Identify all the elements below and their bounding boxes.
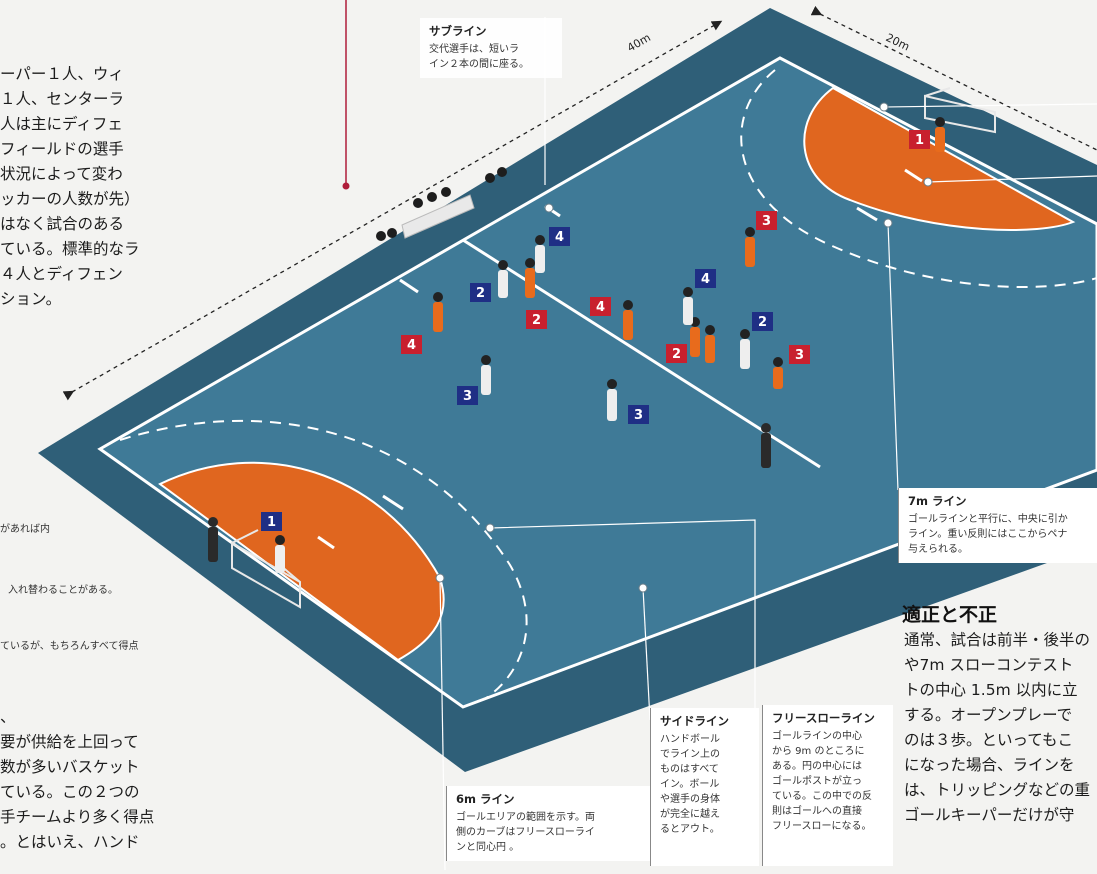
text-line: 手チームより多く得点 — [0, 808, 155, 826]
text-line: トの中心 1.5m 以内に立 — [904, 681, 1078, 699]
goalkeeper-line — [904, 168, 923, 183]
svg-text:3: 3 — [634, 408, 643, 423]
svg-text:2: 2 — [758, 315, 767, 330]
text-line: 数が多いバスケット — [0, 758, 140, 776]
callout-title: サブライン — [429, 24, 487, 38]
svg-text:2: 2 — [672, 347, 681, 362]
blue-team-players: 1 4 2 4 2 3 3 — [261, 227, 773, 573]
svg-text:3: 3 — [762, 214, 771, 229]
callout-six-m-line: 6m ライン ゴールエリアの範囲を示す。両 側のカーブはフリースローライ ンと同… — [446, 786, 653, 861]
player-red-3-right: 3 — [773, 345, 810, 389]
goal-area-bottom — [158, 461, 445, 662]
referees — [208, 423, 771, 562]
goal-area-top — [803, 86, 1076, 231]
player-red-2-left: 2 — [525, 258, 547, 329]
svg-text:4: 4 — [596, 300, 605, 315]
svg-text:4: 4 — [701, 272, 710, 287]
svg-text:1: 1 — [915, 133, 924, 148]
dimension-label-width: 20m — [884, 31, 912, 54]
callout-body: ゴールラインと平行に、中央に引か ライン。重い反則にはここからペナ 与えられる。 — [908, 514, 1068, 555]
callout-title: フリースローライン — [772, 711, 875, 725]
callout-title: 7m ライン — [908, 494, 967, 508]
text-line: ション。 — [0, 290, 62, 308]
player-blue-4-right: 4 — [683, 269, 716, 325]
text-line: になった場合、ラインを — [904, 756, 1075, 774]
callout-side-line: サイドライン ハンドボール でライン上の ものはすべて イン。ボール や選手の身… — [650, 708, 759, 866]
player-red-extra — [705, 325, 715, 363]
callout-title: 6m ライン — [456, 792, 515, 806]
player-red-3-top: 3 — [745, 211, 777, 267]
goal-top — [924, 87, 996, 134]
goalkeeper-line — [317, 535, 335, 550]
player-blue-2-right: 2 — [740, 312, 773, 369]
callout-free-throw-line: フリースローライン ゴールラインの中心 から 9m のところに ある。円の中心に… — [762, 705, 893, 866]
callout-title: サイドライン — [660, 714, 729, 728]
text-line: 通常、試合は前半・後半の — [904, 631, 1091, 649]
seven-m-line-bottom — [382, 494, 404, 511]
text-line: ている。この２つの — [0, 783, 140, 801]
side-note: があれば内 — [0, 524, 50, 535]
svg-text:3: 3 — [463, 389, 472, 404]
player-blue-3-center: 3 — [607, 379, 649, 424]
seven-m-line-top — [856, 206, 878, 222]
callout-seven-m-line: 7m ライン ゴールラインと平行に、中央に引か ライン。重い反則にはここからペナ… — [898, 488, 1097, 563]
dimension-arrow-width — [810, 5, 1097, 151]
side-note: ているが、もちろんすべて得点 — [0, 641, 139, 652]
text-line: 。とはいえ、ハンド — [0, 833, 140, 851]
callout-body: ゴールラインの中心 から 9m のところに ある。円の中心には ゴールポストが立… — [772, 731, 872, 832]
player-red-1: 1 — [909, 117, 945, 152]
text-line: 、 — [0, 708, 16, 726]
player-blue-1: 1 — [261, 512, 285, 573]
player-blue-2-left: 2 — [470, 260, 508, 302]
svg-text:1: 1 — [267, 515, 276, 530]
player-blue-3-left: 3 — [457, 355, 491, 405]
free-throw-line-top — [740, 69, 1097, 288]
callout-body: 交代選手は、短いラ イン２本の間に座る。 — [429, 44, 529, 70]
svg-text:4: 4 — [555, 230, 564, 245]
player-red-4-left: 4 — [401, 292, 443, 354]
svg-text:2: 2 — [476, 286, 485, 301]
accent-dot — [342, 182, 350, 190]
callout-sub-line: サブライン 交代選手は、短いラ イン２本の間に座る。 — [420, 18, 562, 78]
section-heading: 適正と不正 — [902, 604, 998, 626]
callout-body: ハンドボール でライン上の ものはすべて イン。ボール や選手の身体 が完全に越… — [660, 734, 720, 835]
svg-text:2: 2 — [532, 313, 541, 328]
callout-body: ゴールエリアの範囲を示す。両 側のカーブはフリースローライ ンと同心円 。 — [456, 812, 595, 853]
side-note: 入れ替わることがある。 — [8, 585, 118, 596]
text-line: する。オープンプレーで — [904, 706, 1073, 724]
player-blue-4-top: 4 — [535, 227, 570, 273]
callout-dots — [435, 102, 933, 593]
text-line: ゴールキーパーだけが守 — [904, 806, 1075, 824]
svg-text:3: 3 — [795, 348, 804, 363]
text-line: 要が供給を上回って — [0, 733, 139, 751]
text-line: は、トリッピングなどの重 — [904, 781, 1091, 799]
text-line: や7m スローコンテスト — [904, 656, 1074, 674]
player-red-4-center: 4 — [590, 297, 633, 340]
free-throw-line-bottom — [119, 419, 528, 704]
dimension-label-length: 40m — [625, 31, 653, 55]
text-line: のは３歩。といってもこ — [904, 731, 1073, 749]
svg-text:4: 4 — [407, 338, 416, 353]
